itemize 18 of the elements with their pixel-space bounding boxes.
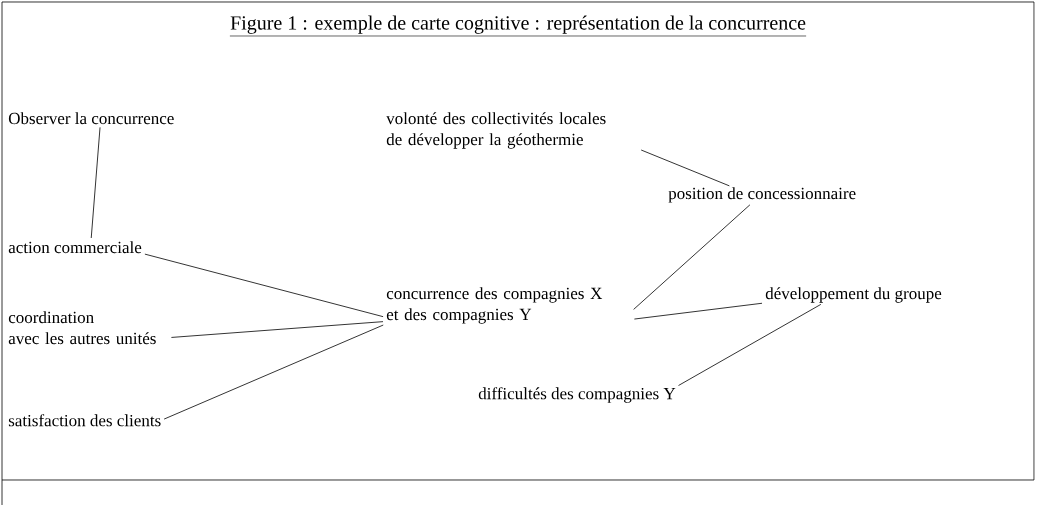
connector-line <box>678 303 822 386</box>
connector-line <box>144 253 384 318</box>
node-text: volonté des collectivités locales de développer la géothermie <box>386 112 606 149</box>
connector-line <box>163 324 384 420</box>
connector-line <box>90 126 101 239</box>
connector-line <box>633 204 751 310</box>
node-text: développement du groupe <box>765 287 942 303</box>
connector-line <box>171 321 384 338</box>
title: Figure 1 : exemple de carte cognitive : représentation de la concurrence <box>229 15 807 37</box>
node-text: position de concessionnaire <box>668 187 856 203</box>
node-text: action commerciale <box>8 241 142 254</box>
node-text: concurrence des compagnies X et des compagnies Y <box>386 287 603 324</box>
node-text: difficultés des compagnies Y <box>478 387 676 403</box>
node-text: Observer la concurrence <box>8 112 174 125</box>
node-text: coordination avec les autres unités <box>8 311 156 345</box>
connector-line <box>640 149 730 187</box>
node-text: satisfaction des clients <box>8 414 161 427</box>
connector-line <box>634 302 763 320</box>
